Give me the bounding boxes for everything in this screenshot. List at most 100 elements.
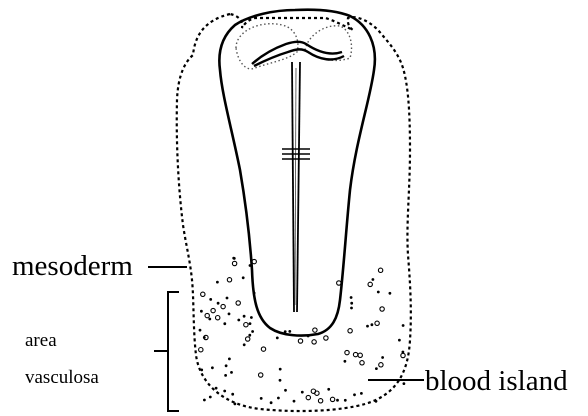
blood-island-speck: [216, 281, 218, 283]
blood-island-speck: [284, 389, 286, 391]
blood-island-speck: [279, 379, 281, 381]
blood-island-speck: [298, 339, 302, 343]
blood-island-speck: [277, 397, 279, 399]
blood-island-speck: [350, 307, 352, 309]
blood-island-speck: [377, 291, 379, 293]
head-fold-dots: [236, 24, 298, 69]
blood-island-speck: [226, 297, 228, 299]
blood-island-speck: [402, 324, 404, 326]
blood-island-speck: [243, 344, 245, 346]
blood-island-speck: [301, 391, 303, 393]
blood-island-speck: [276, 337, 278, 339]
blood-island-speck: [401, 353, 405, 357]
blood-island-speck: [211, 308, 215, 312]
blood-island-speck: [360, 392, 362, 394]
blood-island-speck: [313, 328, 317, 332]
blood-island-speck: [200, 310, 202, 312]
blood-island-speck: [236, 301, 240, 305]
blood-island-speck: [345, 350, 349, 354]
blood-island-speck: [353, 352, 357, 356]
blood-island-speck: [284, 331, 286, 333]
blood-island-speck: [243, 315, 245, 317]
notochord-right: [297, 62, 300, 312]
blood-island-speck: [250, 316, 252, 318]
blood-island-speck: [348, 329, 352, 333]
blood-island-speck: [350, 296, 352, 298]
blood-island-speck: [270, 402, 272, 404]
blood-island-speck: [225, 365, 227, 367]
blood-island-speck: [249, 323, 251, 325]
blood-island-speck: [375, 368, 377, 370]
blood-island-speck: [375, 400, 377, 402]
blood-island-speck: [221, 304, 225, 308]
blood-island-speck: [379, 363, 383, 367]
blood-island-speck: [403, 383, 405, 385]
blood-island-speck: [330, 397, 334, 401]
blood-island-speck: [209, 396, 211, 398]
blood-island-speck: [201, 369, 203, 371]
blood-island-speck: [306, 395, 310, 399]
blood-island-speck: [249, 264, 251, 266]
blood-island-speck: [199, 348, 203, 352]
area-label-line2: vasculosa: [25, 368, 99, 387]
blood-island-speck: [224, 323, 226, 325]
head-fold: [252, 42, 344, 66]
blood-island-speck: [210, 298, 212, 300]
blood-island-speck: [232, 393, 234, 395]
blood-island-speck: [205, 313, 209, 317]
blood-island-label: blood island: [425, 367, 568, 396]
blood-island-speck: [358, 353, 362, 357]
blood-island-speck: [293, 400, 295, 402]
blood-island-speck: [242, 277, 244, 279]
blood-island-speck: [289, 330, 291, 332]
blood-island-speck: [337, 281, 341, 285]
blood-island-speck: [259, 373, 263, 377]
blood-island-speck: [315, 391, 319, 395]
blood-island-speck: [368, 282, 372, 286]
blood-island-speck: [324, 336, 328, 340]
blood-island-speck: [398, 339, 400, 341]
blood-island-speck: [201, 292, 205, 296]
blood-island-speck: [228, 313, 230, 315]
blood-island-speck: [378, 268, 382, 272]
blood-island-speck: [225, 374, 227, 376]
blood-island-speck: [203, 399, 205, 401]
blood-island-speck: [232, 261, 236, 265]
blood-island-speck: [380, 307, 384, 311]
blood-island-speck: [261, 347, 265, 351]
notochord-center: [295, 68, 296, 305]
blood-island-speck: [211, 367, 213, 369]
blood-island-speck: [233, 257, 235, 259]
blood-island-speck: [238, 319, 240, 321]
blood-island-speck: [336, 399, 338, 401]
blood-island-speck: [353, 394, 355, 396]
blood-island-speck: [312, 340, 316, 344]
blood-island-speck: [252, 330, 254, 332]
blood-island-speck: [389, 292, 391, 294]
blood-island-speck: [366, 325, 368, 327]
mesoderm-label: mesoderm: [12, 252, 133, 281]
blood-island-speck: [253, 292, 255, 294]
blood-island-speck: [228, 358, 230, 360]
blood-island-speck: [328, 388, 330, 390]
blood-island-speck: [234, 403, 236, 405]
blood-island-speck: [209, 318, 211, 320]
blood-island-speck: [360, 361, 364, 365]
blood-island-speck: [307, 335, 309, 337]
blood-island-speck: [227, 278, 231, 282]
blood-island-speck: [279, 368, 281, 370]
area-vasculosa-bracket: [154, 292, 179, 411]
blood-island-speck: [371, 324, 373, 326]
blood-island-speck: [224, 390, 226, 392]
blood-island-speck: [244, 323, 248, 327]
blood-island-speck: [230, 371, 232, 373]
blood-island-speck: [246, 337, 250, 341]
blood-island-speck: [260, 397, 262, 399]
notochord-left: [292, 62, 294, 312]
area-label-line1: area: [25, 331, 57, 350]
blood-island-speck: [318, 399, 322, 403]
blood-island-speck: [344, 360, 346, 362]
blood-island-speck: [344, 399, 346, 401]
blood-island-speck: [216, 316, 220, 320]
